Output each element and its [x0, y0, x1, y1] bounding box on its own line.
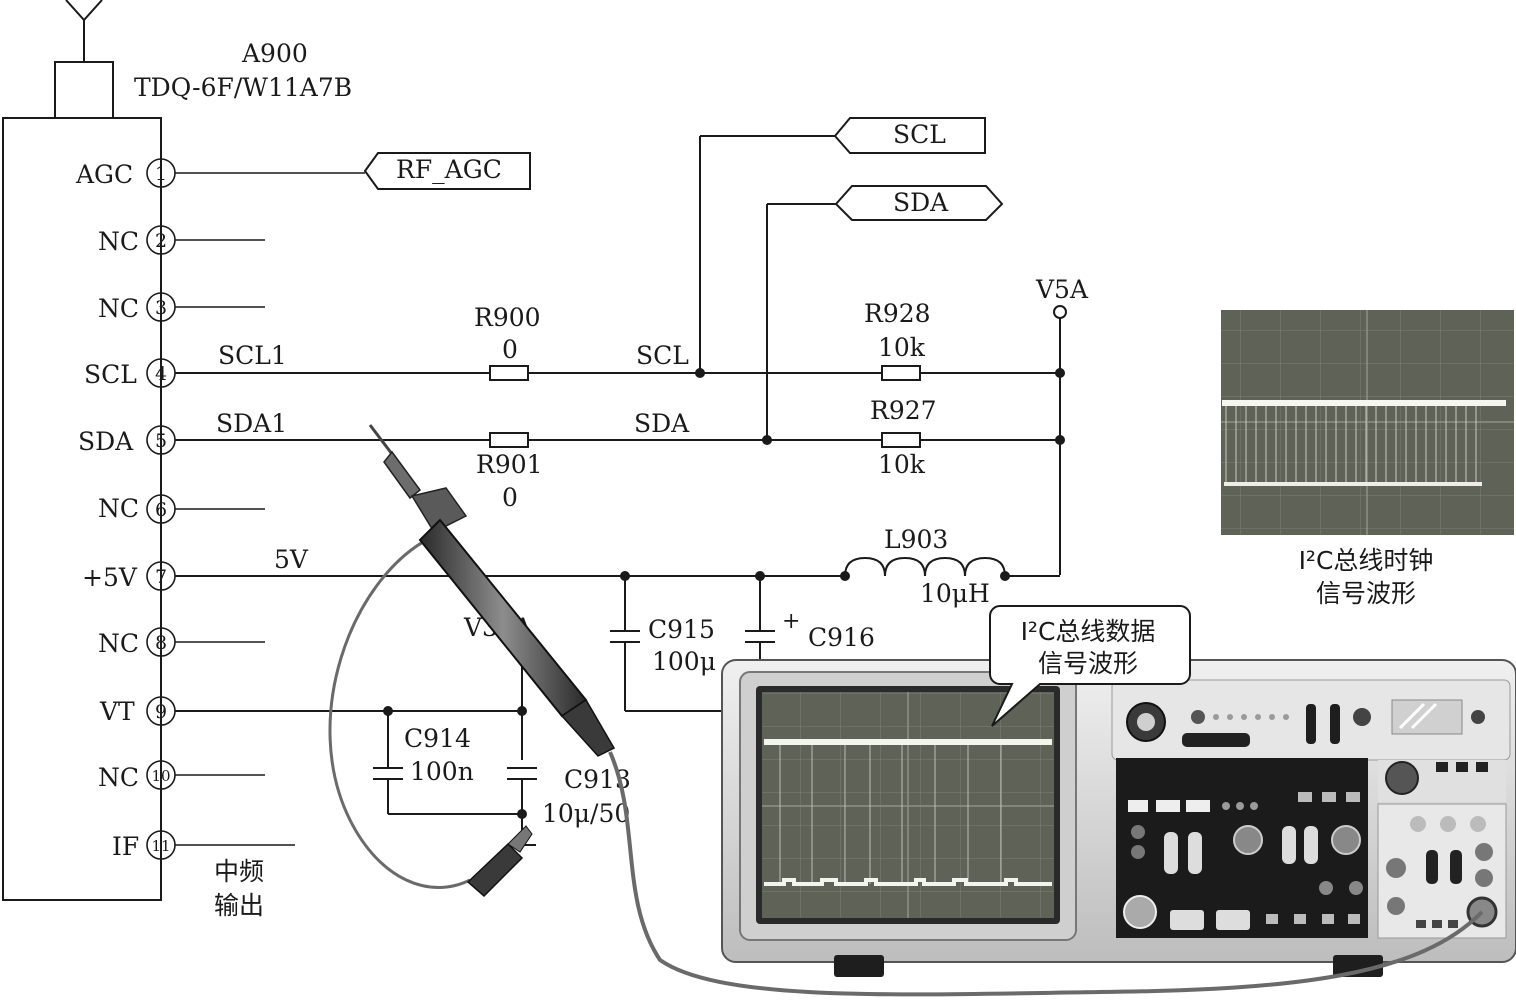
r901-ref: R901	[476, 450, 543, 479]
sda-trace-high	[764, 739, 1052, 745]
l903-ref: L903	[884, 525, 948, 554]
probe-body	[368, 424, 616, 757]
port-rf-agc-label: RF_AGC	[396, 155, 502, 184]
net-5v: 5V	[274, 545, 309, 574]
port-scl-label: SCL	[893, 120, 946, 149]
c913-value: 10μ/50	[542, 799, 630, 828]
pin-number: 2	[155, 230, 167, 252]
capacitor-c915	[610, 576, 730, 712]
pin-name: AGC	[75, 160, 133, 189]
resistor-r928	[881, 365, 921, 381]
ic-model-label: TDQ-6F/W11A7B	[134, 73, 352, 102]
pin-number: 7	[155, 566, 167, 588]
data-waveform-caption: I²C总线数据	[1021, 617, 1156, 646]
r900-ref: R900	[474, 303, 541, 332]
tuner-ic-body	[2, 117, 162, 901]
if-output-label: 中频	[214, 857, 264, 886]
alligator-clip	[466, 842, 524, 898]
data-waveform-caption: 信号波形	[1038, 649, 1138, 678]
pin-name: +5V	[82, 563, 138, 592]
data-waveform-callout	[989, 605, 1191, 727]
sda-trace-low	[764, 878, 1052, 886]
sda-net	[175, 203, 1065, 448]
clock-waveform-caption: 信号波形	[1316, 579, 1416, 608]
l903-value: 10μH	[920, 579, 990, 608]
net-v5a: V5A	[1035, 275, 1089, 304]
c914-value: 100n	[410, 757, 474, 786]
ic-pins: 1 AGC 2 NC 3 NC 4 SCL 5 SDA 6 NC 7 +5V 8…	[75, 158, 176, 861]
ic-ref-label: A900	[241, 39, 308, 68]
net-sda: SDA	[634, 409, 690, 438]
r928-value: 10k	[878, 333, 926, 362]
pin-number: 5	[155, 430, 167, 452]
svg-text:+: +	[782, 609, 800, 634]
pin-number: 3	[155, 297, 167, 319]
r928-ref: R928	[864, 299, 931, 328]
r927-ref: R927	[870, 396, 937, 425]
probe-cable	[608, 751, 1484, 997]
antenna-symbol	[54, 0, 114, 119]
r900-value: 0	[502, 335, 518, 364]
pin-name: SDA	[78, 427, 134, 456]
port-sda	[834, 185, 1004, 221]
resistor-r900	[489, 365, 529, 381]
pin-number: 10	[151, 767, 170, 785]
nc-stubs	[175, 239, 295, 846]
pin-name: NC	[98, 494, 139, 523]
pin-name: NC	[98, 227, 139, 256]
clock-waveform-caption: I²C总线时钟	[1299, 546, 1434, 575]
c915-ref: C915	[648, 615, 715, 644]
c916-ref: C916	[808, 623, 875, 652]
resistor-r927	[881, 432, 921, 448]
v5a-terminal	[1053, 305, 1067, 319]
pin-number: 4	[155, 363, 167, 385]
clock-waveform-photo	[1221, 310, 1514, 535]
r901-value: 0	[502, 483, 518, 512]
pin-number: 9	[155, 701, 167, 723]
if-output-label: 输出	[214, 891, 264, 920]
resistor-r901	[489, 432, 529, 448]
net-scl: SCL	[636, 341, 689, 370]
oscilloscope	[721, 659, 1516, 977]
c915-value: 100μ	[652, 647, 716, 676]
port-scl	[833, 117, 986, 154]
pin-name: IF	[112, 832, 139, 861]
pin-number: 8	[155, 632, 167, 654]
port-sda-label: SDA	[893, 188, 949, 217]
pin-name: NC	[98, 629, 139, 658]
net-sda1: SDA1	[216, 409, 287, 438]
probe-ground-lead	[328, 536, 533, 898]
pin-number: 11	[151, 837, 170, 855]
capacitor-c916: +	[745, 576, 800, 660]
pin-name: VT	[99, 697, 135, 726]
pin-name: NC	[98, 294, 139, 323]
pin-number: 6	[155, 499, 167, 521]
c914-ref: C914	[404, 724, 471, 753]
vt-net	[175, 653, 537, 846]
pin-name: NC	[98, 763, 139, 792]
net-scl1: SCL1	[218, 341, 287, 370]
pin-name: SCL	[84, 360, 137, 389]
scl-net	[175, 135, 1065, 381]
r927-value: 10k	[878, 450, 926, 479]
pin-number: 1	[155, 163, 167, 185]
port-rf-agc	[363, 152, 531, 190]
